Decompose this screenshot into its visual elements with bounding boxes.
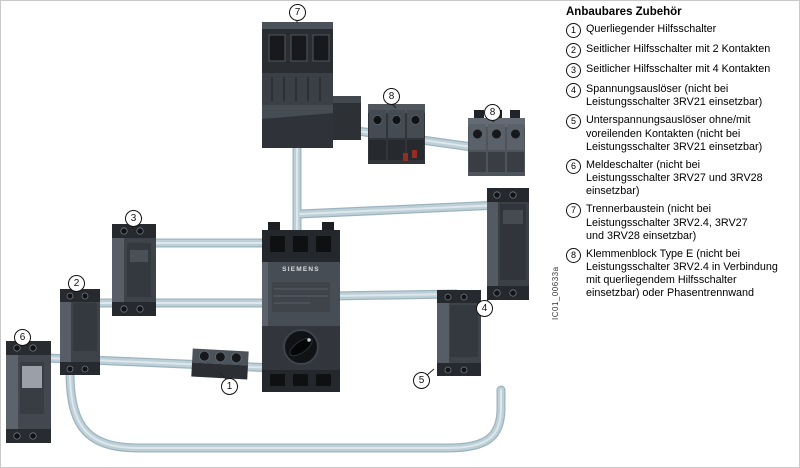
component-klemmenblock-1 <box>368 104 425 164</box>
legend-item: 7 Trennerbaustein (nicht bei Leistungssc… <box>566 203 796 243</box>
component-hilfsschalter-4k <box>112 224 156 316</box>
component-spannungsausloeser <box>487 188 529 300</box>
legend-item-number: 8 <box>566 247 581 263</box>
callout-7: 7 <box>289 4 306 21</box>
component-klemmenblock-2 <box>468 110 525 176</box>
component-querliegender-hilfsschalter <box>191 348 249 380</box>
legend-item-text: Meldeschalter (nicht bei Leistungsschalt… <box>586 158 763 198</box>
legend-item-text: Klemmenblock Type E (nicht bei Leistungs… <box>586 247 778 300</box>
legend-item-number: 2 <box>566 43 581 58</box>
breaker-brand-label: SIEMENS <box>282 266 320 273</box>
legend-item-number: 1 <box>566 23 581 38</box>
legend-item: 8 Klemmenblock Type E (nicht bei Leistun… <box>566 247 796 301</box>
legend-title: Anbaubares Zubehör <box>566 6 682 18</box>
callout-8a: 8 <box>383 88 400 105</box>
legend-item: 1 Querliegender Hilfsschalter <box>566 23 796 38</box>
legend-item: 4 Spannungsauslöser (nicht bei Leistungs… <box>566 83 796 109</box>
legend-item-text: Spannungsauslöser (nicht bei Leistungssc… <box>586 83 763 109</box>
legend-item: 5 Unterspannungsauslöser ohne/mit voreil… <box>566 114 796 154</box>
component-hilfsschalter-2k <box>60 289 100 375</box>
legend-item-number: 5 <box>566 114 581 130</box>
callout-6: 6 <box>14 329 31 346</box>
callout-4: 4 <box>476 300 493 317</box>
component-unterspannungsausloeser <box>437 290 481 376</box>
component-trennerbaustein <box>262 22 361 148</box>
legend-item-number: 7 <box>566 203 581 219</box>
callout-8b: 8 <box>484 104 501 121</box>
legend: Anbaubares Zubehör 1 Querliegender Hilfs… <box>566 6 796 306</box>
callout-2: 2 <box>68 275 85 292</box>
legend-item: 2 Seitlicher Hilfsschalter mit 2 Kontakt… <box>566 43 796 58</box>
legend-item-text: Querliegender Hilfsschalter <box>586 23 717 35</box>
figure-id-label: IC01_00633a <box>551 266 560 320</box>
legend-item-text: Unterspannungsauslöser ohne/mit voreilen… <box>586 114 763 153</box>
legend-item-text: Seitlicher Hilfsschalter mit 4 Kontakten <box>586 63 771 75</box>
legend-item-number: 4 <box>566 83 581 98</box>
legend-item-text: Seitlicher Hilfsschalter mit 2 Kontakten <box>586 43 771 55</box>
component-meldeschalter <box>6 341 51 443</box>
callout-5: 5 <box>413 372 430 389</box>
legend-item-text: Trennerbaustein (nicht bei Leistungsscha… <box>586 203 748 242</box>
component-leistungsschalter <box>262 222 340 392</box>
callout-1: 1 <box>221 378 238 395</box>
legend-item: 6 Meldeschalter (nicht bei Leistungsscha… <box>566 158 796 199</box>
callout-3: 3 <box>125 210 142 227</box>
legend-item-number: 6 <box>566 158 581 174</box>
legend-item-number: 3 <box>566 63 581 78</box>
legend-item: 3 Seitlicher Hilfsschalter mit 4 Kontakt… <box>566 63 796 78</box>
